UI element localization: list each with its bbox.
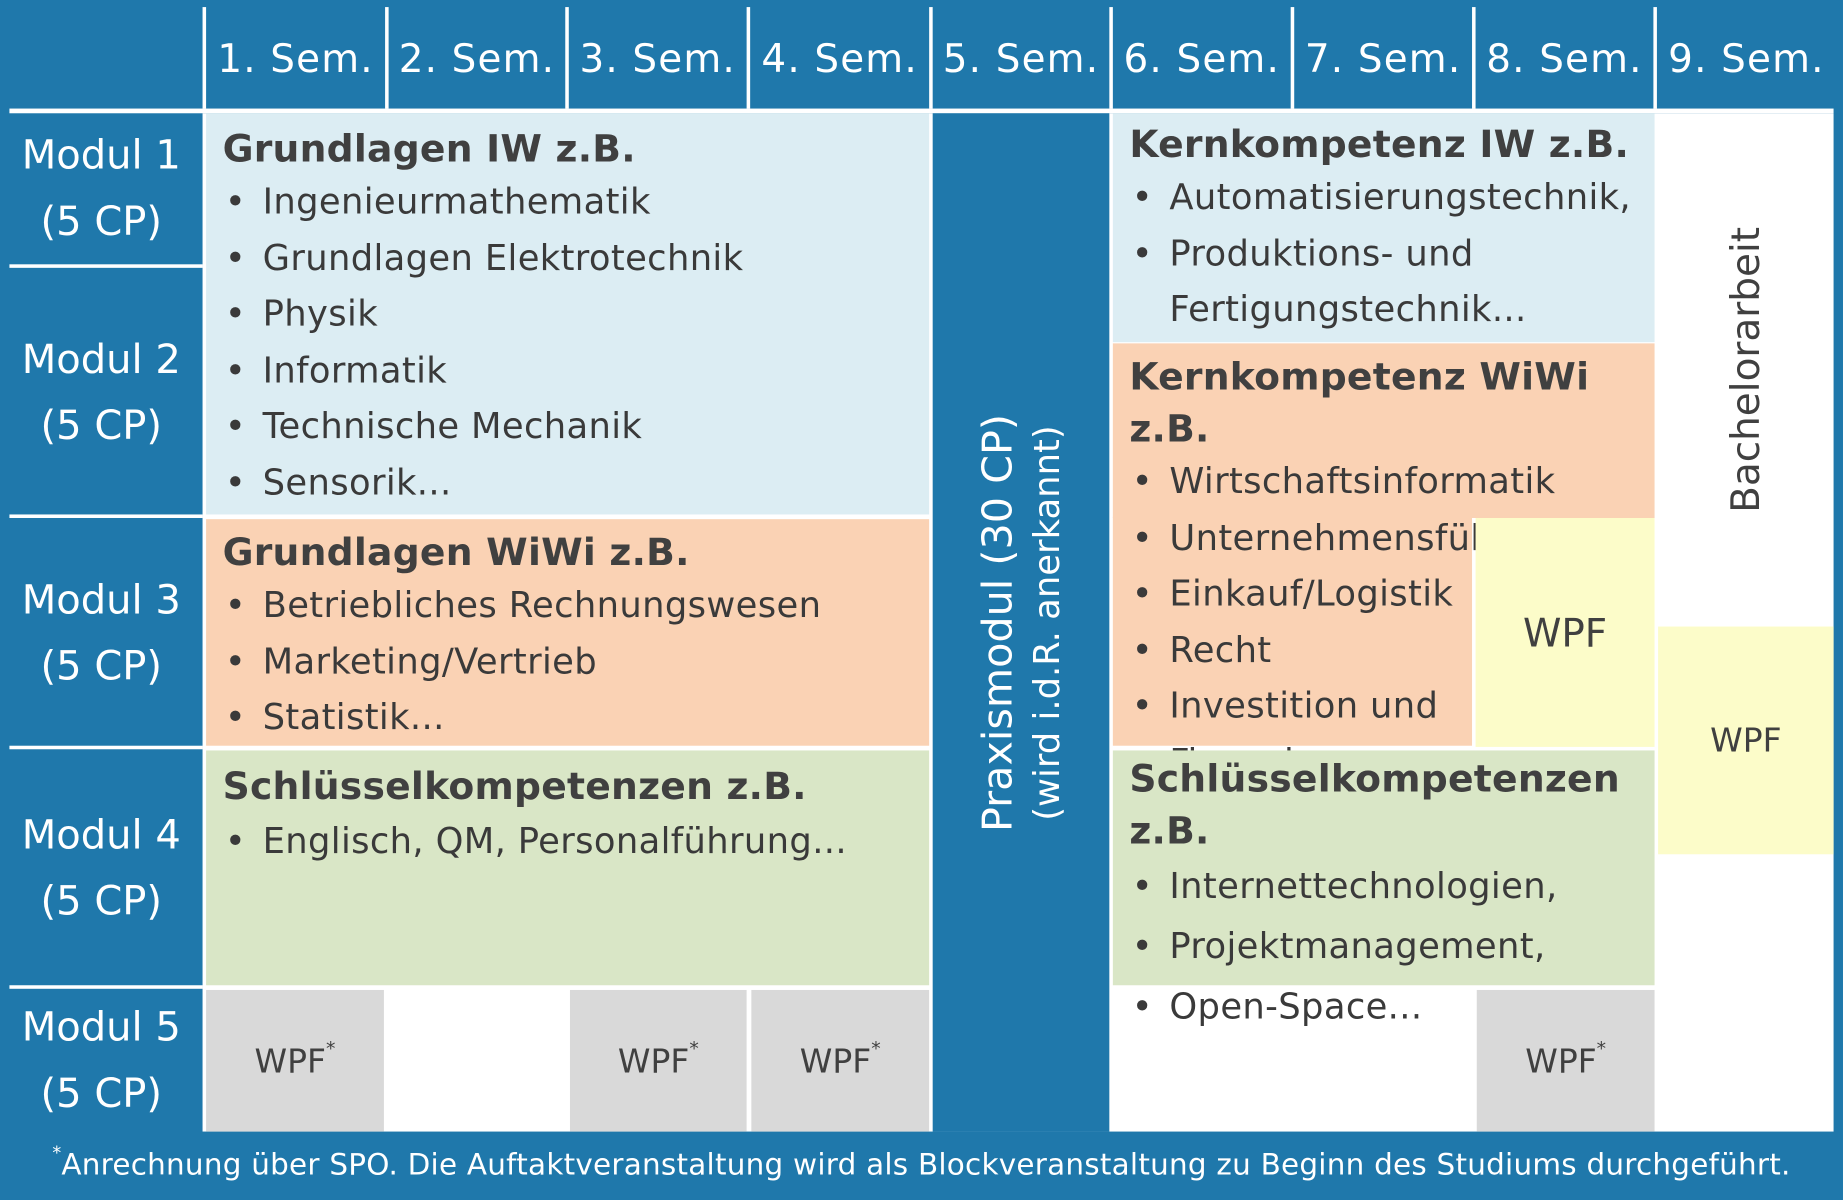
semester-header-4: 4. Sem. bbox=[761, 34, 918, 81]
list-item: •Grundlagen Elektrotechnik bbox=[224, 237, 744, 280]
list-item: •Englisch, QM, Personalführung... bbox=[224, 821, 847, 863]
block-grundlagen-iw: Grundlagen IW z.B. •Ingenieurmathematik … bbox=[206, 113, 930, 515]
semester-header-5: 5. Sem. bbox=[942, 34, 1100, 81]
semester-header-8: 8. Sem. bbox=[1486, 34, 1643, 81]
praxismodul-block: Praxismodul (30 CP) (wird i.d.R. anerkan… bbox=[932, 113, 1110, 1132]
list-item: •Internettechnologien, bbox=[1131, 866, 1558, 908]
semester-header-1: 1. Sem. bbox=[217, 34, 374, 81]
header-divider bbox=[1472, 7, 1476, 109]
list-item: •Projektmanagement, bbox=[1131, 926, 1546, 968]
module-divider bbox=[9, 745, 203, 750]
semester-header-3: 3. Sem. bbox=[579, 34, 736, 81]
module-label-2: Modul 2(5 CP) bbox=[21, 335, 181, 449]
header-divider bbox=[565, 7, 569, 109]
list-item: •Physik bbox=[224, 293, 379, 336]
list-item: •Technische Mechanik bbox=[224, 405, 643, 448]
bachelorarbeit-block: Bachelorarbeit bbox=[1658, 113, 1833, 626]
wpf-cell-sem8: WPF* bbox=[1476, 989, 1655, 1132]
header-divider bbox=[929, 7, 933, 109]
list-item: •Informatik bbox=[224, 349, 448, 392]
list-item: •Recht bbox=[1131, 629, 1272, 671]
praxismodul-title: Praxismodul (30 CP) bbox=[975, 413, 1023, 832]
list-item: •Produktions- und bbox=[1131, 233, 1474, 275]
list-item-continuation: Fertigungstechnik... bbox=[1169, 289, 1527, 331]
module-label-1: Modul 1(5 CP) bbox=[21, 132, 181, 246]
header-divider bbox=[1290, 7, 1295, 109]
list-item: •Sensorik... bbox=[224, 461, 452, 504]
wpf-cell-sem3: WPF* bbox=[569, 989, 747, 1132]
footnote: *Anrechnung über SPO. Die Auftaktveranst… bbox=[52, 1142, 1791, 1182]
list-item: •Open-Space... bbox=[1131, 986, 1423, 1028]
semester-header-2: 2. Sem. bbox=[398, 34, 556, 81]
praxismodul-subtitle: (wird i.d.R. anerkannt) bbox=[1026, 424, 1069, 821]
semester-header-9: 9. Sem. bbox=[1668, 34, 1825, 81]
header-corner bbox=[0, 0, 203, 109]
module-divider bbox=[9, 264, 203, 268]
list-item: •Ingenieurmathematik bbox=[224, 181, 651, 224]
header-divider bbox=[1653, 7, 1657, 109]
module-label-3: Modul 3(5 CP) bbox=[21, 576, 181, 690]
header-divider bbox=[202, 7, 207, 109]
block-title: Kernkompetenz IW z.B. bbox=[1129, 121, 1629, 167]
module-divider bbox=[9, 985, 203, 989]
wpf-block-sem8: WPF bbox=[1475, 517, 1655, 747]
wpf-block-sem9: WPF bbox=[1658, 626, 1834, 855]
block-title: Grundlagen IW z.B. bbox=[222, 126, 636, 172]
block-schluesselkompetenzen-left: Schlüsselkompetenzen z.B. •Englisch, QM,… bbox=[206, 750, 930, 986]
module-label-5: Modul 5(5 CP) bbox=[21, 1004, 181, 1118]
list-item: •Automatisierungstechnik, bbox=[1131, 176, 1632, 219]
semester-header-6: 6. Sem. bbox=[1123, 34, 1281, 81]
semester-header-7: 7. Sem. bbox=[1304, 34, 1462, 81]
list-item: •Investition und bbox=[1131, 685, 1439, 727]
block-grundlagen-wiwi: Grundlagen WiWi z.B. •Betriebliches Rech… bbox=[206, 519, 930, 746]
header-separator bbox=[9, 108, 1834, 114]
list-item: •Statistik... bbox=[224, 697, 445, 739]
header-divider bbox=[385, 7, 389, 109]
header-divider bbox=[1109, 7, 1113, 109]
block-title: Schlüsselkompetenzen z.B. bbox=[1129, 756, 1620, 854]
header-divider bbox=[746, 7, 751, 109]
module-label-4: Modul 4(5 CP) bbox=[21, 811, 181, 926]
block-title: Kernkompetenz WiWi z.B. bbox=[1129, 353, 1590, 451]
module-divider bbox=[9, 514, 203, 518]
block-schluesselkompetenzen-right: Schlüsselkompetenzen z.B. •Internettechn… bbox=[1112, 750, 1655, 1028]
list-item: •Betriebliches Rechnungswesen bbox=[224, 585, 822, 627]
wpf-cell-sem1: WPF* bbox=[206, 989, 384, 1132]
block-kernkompetenz-wiwi-bg bbox=[1112, 343, 1655, 518]
block-kernkompetenz-iw: Kernkompetenz IW z.B. •Automatisierungst… bbox=[1112, 113, 1655, 343]
bachelorarbeit-label: Bachelorarbeit bbox=[1722, 226, 1769, 513]
block-kernkompetenz-wiwi-bg bbox=[1112, 516, 1473, 746]
list-item: •Einkauf/Logistik bbox=[1131, 573, 1454, 615]
block-title: Schlüsselkompetenzen z.B. bbox=[222, 763, 807, 809]
list-item: •Marketing/Vertrieb bbox=[224, 641, 598, 683]
wpf-cell-sem4: WPF* bbox=[751, 989, 930, 1132]
block-title: Grundlagen WiWi z.B. bbox=[222, 529, 690, 575]
list-item: •Wirtschaftsinformatik bbox=[1131, 461, 1556, 503]
